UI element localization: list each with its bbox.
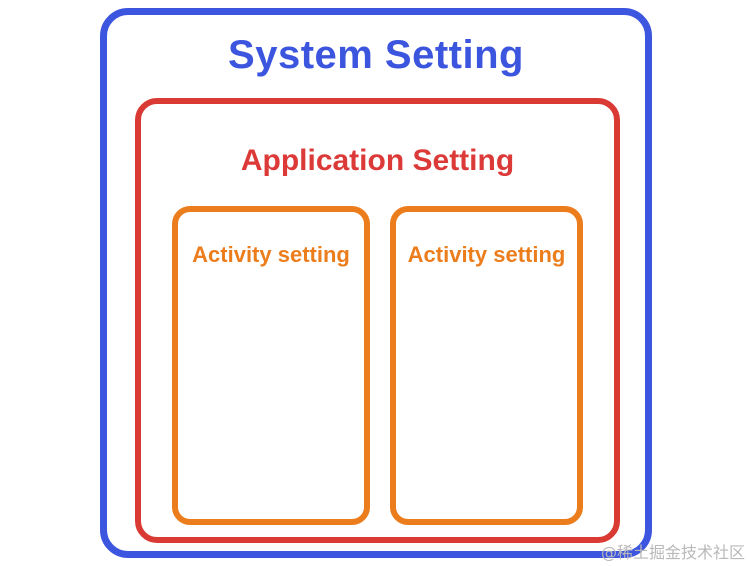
activity-setting-box-right: Activity setting bbox=[390, 206, 583, 525]
activity-setting-box-left: Activity setting bbox=[172, 206, 370, 525]
activity-setting-label-right: Activity setting bbox=[407, 242, 566, 267]
activity-setting-label-left: Activity setting bbox=[192, 242, 350, 267]
system-setting-box: System Setting Application Setting Activ… bbox=[100, 8, 652, 558]
activity-boxes-row: Activity setting Activity setting bbox=[172, 206, 589, 525]
system-setting-label: System Setting bbox=[228, 33, 524, 77]
application-setting-box: Application Setting Activity setting Act… bbox=[135, 98, 620, 543]
application-setting-label: Application Setting bbox=[240, 144, 515, 177]
